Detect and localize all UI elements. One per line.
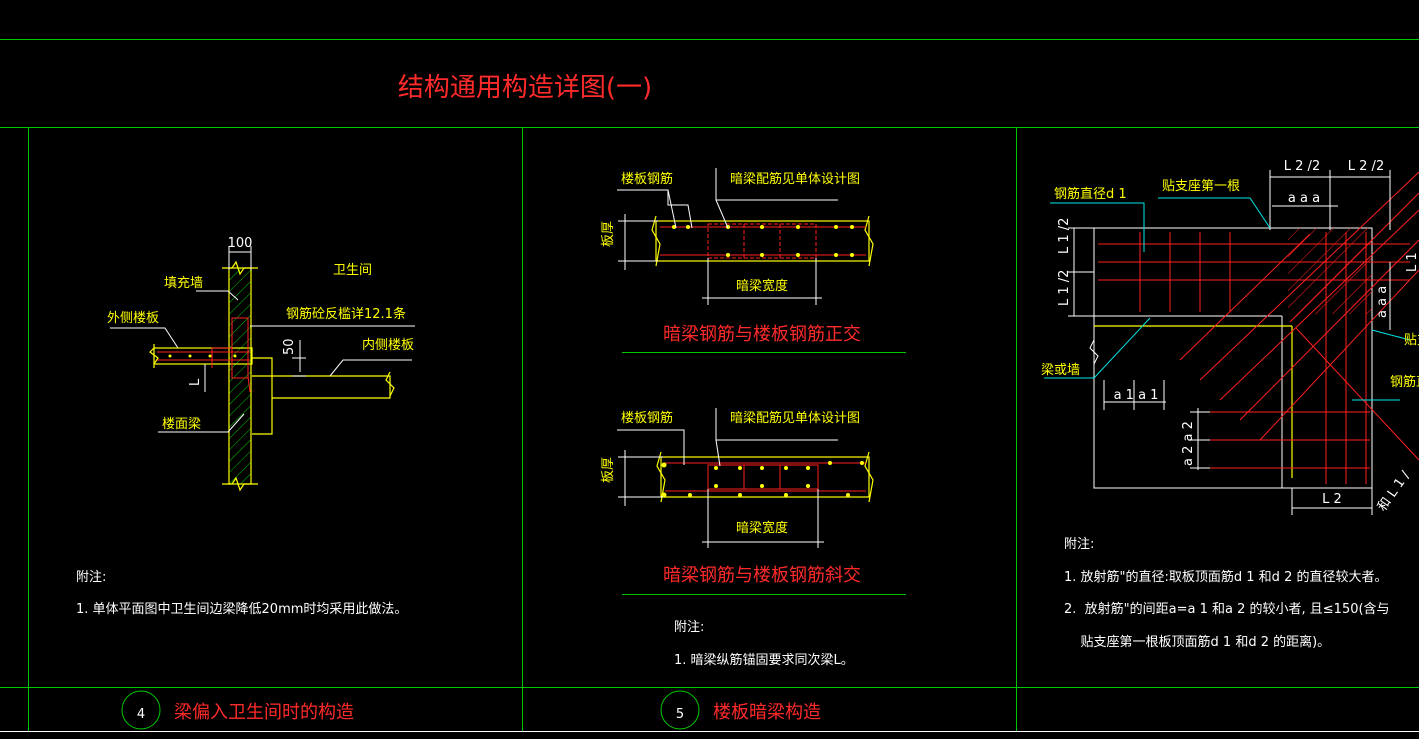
panel5-caption-number: 5 — [676, 707, 684, 722]
bottom-beam-rebar-ref: 暗梁配筋见单体设计图 — [730, 410, 860, 426]
label-bathroom: 卫生间 — [333, 263, 372, 278]
panel6-note-1: 1. 放射筋"的直径:取板顶面筋d 1 和d 2 的直径较大者。 — [1064, 569, 1387, 585]
panel-4-beam-into-bathroom: 100 50 L 填充墙 卫生间 外侧楼板 钢筋砼反槛详12.1条 内侧楼板 楼… — [76, 236, 415, 730]
top-beam-width: 暗梁宽度 — [736, 278, 788, 294]
dim-right-L1: L 1 — [1405, 252, 1419, 272]
dim-L2-half-a: L 2 /2 — [1284, 159, 1320, 174]
panel6-caption-number: 6 — [1096, 707, 1104, 722]
dim-right-aaa: a a a — [1375, 286, 1390, 318]
infill-wall-hatch — [228, 267, 252, 485]
dim-L1-half-b: L 1 /2 — [1057, 270, 1072, 306]
label-rebar-ref: 钢筋砼反槛详12.1条 — [286, 306, 406, 322]
top-beam-rebar-ref: 暗梁配筋见单体设计图 — [730, 171, 860, 187]
panel4-note-title: 附注: — [76, 570, 106, 585]
panel-5-slab-hidden-beam: 板厚 暗梁宽度 楼板钢筋 暗梁配筋见单体设计图 暗梁钢筋与楼板钢筋正交 — [601, 168, 906, 730]
panel6-note-3: 贴支座第一根板顶面筋d 1 和d 2 的距离)。 — [1064, 634, 1330, 650]
panel4-note-1: 1. 单体平面图中卫生间边梁降低20mm时均采用此做法。 — [76, 602, 407, 617]
dim-L: L — [188, 378, 203, 386]
dim-a2a2: a 2 a 2 — [1181, 421, 1196, 466]
label-inner-slab: 内侧楼板 — [362, 337, 414, 353]
panel4-caption-number: 4 — [137, 707, 145, 722]
label-outer-slab: 外侧楼板 — [107, 311, 159, 326]
panel5-note-1: 1. 暗梁纵筋锚固要求同次梁L。 — [674, 652, 854, 668]
dim-L2: L 2 — [1322, 492, 1342, 507]
panel-6-cantilever-corner-radial-bars: L 2 /2 L 2 /2 a a a L 1 /2 L 1 /2 a 1 a … — [1041, 159, 1419, 723]
label-floor-beam: 楼面梁 — [162, 417, 201, 432]
label-infill-wall: 填充墙 — [164, 275, 203, 291]
bottom-detail-title: 暗梁钢筋与楼板钢筋斜交 — [663, 565, 861, 586]
dim-L1-half-a: L 1 /2 — [1057, 218, 1072, 254]
panel6-caption: 悬挑板阳角顶面放射筋构造 — [1132, 702, 1348, 723]
dim-L2-half-b: L 2 /2 — [1348, 159, 1384, 174]
dim-a1a1: a 1 a 1 — [1114, 388, 1159, 403]
label-right-rebar: 钢筋直 — [1390, 374, 1419, 390]
dim-50: 50 — [282, 338, 297, 355]
bottom-slab-rebar: 楼板钢筋 — [621, 410, 673, 426]
top-slab-thickness: 板厚 — [601, 221, 616, 247]
top-detail-title: 暗梁钢筋与楼板钢筋正交 — [663, 324, 861, 345]
label-rebar-d1: 钢筋直径d 1 — [1054, 186, 1127, 202]
bottom-beam-width: 暗梁宽度 — [736, 520, 788, 536]
label-right-first: 贴支 — [1404, 333, 1419, 348]
label-beam-or-wall: 梁或墙 — [1041, 363, 1080, 378]
panel4-caption: 梁偏入卫生间时的构造 — [174, 702, 354, 723]
label-right-diag: 和 L 1 / — [1375, 468, 1414, 514]
detail-oblique: 板厚 暗梁宽度 楼板钢筋 暗梁配筋见单体设计图 暗梁钢筋与楼板钢筋斜交 — [601, 408, 906, 595]
bottom-slab-thickness: 板厚 — [601, 457, 616, 483]
panel6-note-2: 2. 放射筋"的间距a=a 1 和a 2 的较小者, 且≤150(含与 — [1064, 601, 1390, 617]
panel5-note-title: 附注: — [674, 620, 704, 635]
panel5-caption: 楼板暗梁构造 — [713, 702, 821, 723]
top-slab-rebar: 楼板钢筋 — [621, 171, 673, 187]
label-first-bar: 贴支座第一根 — [1162, 179, 1240, 194]
detail-orthogonal: 板厚 暗梁宽度 楼板钢筋 暗梁配筋见单体设计图 暗梁钢筋与楼板钢筋正交 — [601, 168, 906, 353]
dim-aaa: a a a — [1288, 191, 1320, 206]
panel6-note-title: 附注: — [1064, 537, 1094, 552]
dim-100: 100 — [228, 236, 253, 251]
sheet-title: 结构通用构造详图(一) — [398, 73, 652, 103]
sheet-frame — [0, 39, 1419, 732]
